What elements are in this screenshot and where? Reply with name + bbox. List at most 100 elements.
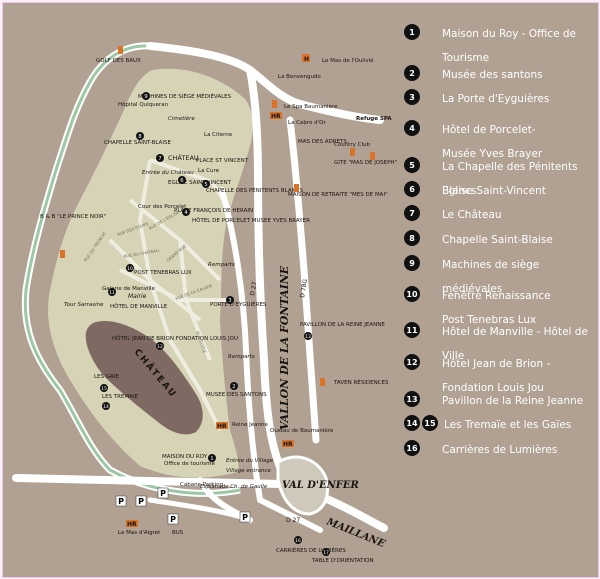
road-label-d27a: D 27 (286, 517, 300, 524)
legend-text-13: Pavillon de la Reine Jeanne (442, 395, 584, 407)
legend-number-8: 8 (404, 230, 420, 246)
parking-icon-4: P (242, 513, 248, 522)
label-retraite: MAISON DE RETRAITE "MES DE MAI" (288, 192, 388, 198)
label-entree-chateau: Entrée du Château (142, 169, 194, 176)
label-galerie: Galerie de Manville (102, 286, 156, 292)
label-hotel-porcelet: HÔTEL DE PORCELET MUSEE YVES BRAYER (192, 217, 310, 224)
legend-number-10: 10 (404, 286, 420, 302)
label-spa: Le Spa Baumanière (284, 103, 338, 110)
legend-number-7: 7 (404, 205, 420, 221)
marker-15: 15 (101, 386, 107, 392)
legend-number-1: 1 (404, 24, 420, 40)
legend-item-7: 7 Le Château (404, 203, 502, 227)
label-maison-roy: MAISON DU ROY (162, 454, 208, 460)
marker-9: 9 (144, 94, 147, 100)
label-cure: La Cure (198, 168, 220, 174)
label-bus: BUS (172, 530, 184, 536)
castle-plateau (85, 320, 203, 435)
legend-text-9: Machines de siège médiévales (442, 259, 540, 295)
label-office: Office de tourisme (164, 461, 215, 467)
marker-14: 14 (103, 404, 109, 410)
legend-item-6: 6 Eglise Saint-Vincent (404, 179, 546, 203)
label-les-gaie: LES GAIE (94, 374, 119, 380)
marker-13: 13 (305, 334, 311, 340)
legend-number-13: 13 (404, 391, 420, 407)
legend-item-8: 8 Chapelle Saint-Blaise (404, 228, 553, 252)
label-cabane: Cabane Parking (180, 482, 223, 488)
walking-path-inner (23, 44, 241, 495)
label-gite: GITE "MAS DE JOSEPH" (334, 160, 397, 166)
marker-8: 8 (138, 134, 141, 140)
legend-item-5: 5 La Chapelle des Pénitents Blancs (404, 155, 596, 203)
parking-icon-1: P (160, 489, 166, 498)
label-remparts2: Remparts (228, 354, 255, 360)
legend-text-4: Hôtel de Porcelet-Musée Yves Brayer (442, 124, 543, 160)
legend-number-3: 3 (404, 89, 420, 105)
marker-11: 11 (109, 290, 115, 296)
legend-text-14-15: Les Tremaïe et les Gaïes (444, 419, 572, 431)
label-les-tremaie: LES TREMAIE (102, 394, 139, 400)
label-remparts1: Remparts (208, 262, 235, 268)
label-chapelle-pb: CHAPELLE DES PÉNITENTS BLANCS (206, 186, 304, 194)
label-machines: MACHINES DE SIÈGE MÉDIÉVALES (138, 92, 232, 100)
hotel-badge-hr-1: HR (271, 113, 281, 120)
legend-item-12: 12 Hôtel Jean de Brion -Fondation Louis … (404, 352, 550, 400)
legend-text-11: Hôtel de Manville - Hôtel de Ville (442, 326, 588, 362)
marker-3: 3 (228, 298, 231, 304)
legend-number-12: 12 (404, 354, 420, 370)
legend-text-16: Carrières de Lumières (442, 444, 558, 456)
label-porte-eyg: PORTE D'EYGUIÈRES (210, 300, 267, 308)
label-tour-sarrasine: Tour Sarrasine (64, 302, 104, 308)
marker-2: 2 (232, 384, 235, 390)
legend-number-6: 6 (404, 181, 420, 197)
legend-text-5: La Chapelle des Pénitents Blancs (442, 161, 578, 197)
label-bnb: B & B "LE PRINCE NOIR" (40, 214, 106, 220)
marker-6: 6 (180, 178, 183, 184)
street-chateau: RUE DU CHÂTEAU (123, 248, 159, 259)
label-oustau: Oustau de Baumanière (270, 427, 334, 434)
label-carrieres: CARRIÈRES DE LUMIÈRES (276, 546, 346, 554)
marker-12: 12 (157, 344, 163, 350)
legend-text-3: La Porte d'Eyguières (442, 93, 550, 105)
label-village-entrance: Village entrance (226, 468, 272, 474)
legend-item-16: 16 Carrières de Lumières (404, 438, 557, 462)
label-refuge: Refuge SPA (356, 116, 392, 122)
label-chateau: CHÂTEAU (168, 153, 199, 162)
legend-item-2: 2 Musée des santons (404, 63, 543, 87)
marker-7: 7 (158, 156, 161, 162)
label-cimetiere: Cimetière (168, 115, 195, 122)
legend-number-16: 16 (404, 440, 420, 456)
hotel-badge-hr-3: HR (283, 441, 293, 448)
label-cisterne: La Citerne (204, 132, 233, 138)
marker-1: 1 (210, 456, 213, 462)
road-label-vallon: VALLON DE LA FONTAINE (278, 265, 291, 430)
hotel-badge-h: H (304, 56, 309, 63)
legend-number-9: 9 (404, 255, 420, 271)
legend-number-2: 2 (404, 65, 420, 81)
label-post-tenebras: POST TENEBRAS LUX (134, 270, 192, 276)
legend-number-15: 15 (422, 415, 438, 431)
legend-text-7: Le Château (442, 209, 502, 221)
marker-16: 16 (295, 538, 301, 544)
label-hopital: Hôpital Quiqueran (118, 101, 169, 108)
legend-item-13: 13 Pavillon de la Reine Jeanne (404, 389, 583, 413)
road-label-d27: D 27 (249, 281, 258, 296)
hotel-badges: HR H HR HR HR (60, 46, 375, 528)
marker-4: 4 (184, 210, 187, 216)
label-pavillon: PAVILLON DE LA REINE JEANNE (300, 322, 385, 328)
hotel-badge-hr-2: HR (217, 423, 227, 430)
label-country: Country Club (334, 142, 370, 148)
label-mairie: Mairie (128, 293, 147, 300)
label-mas-adrets: MAS DES ADRETS (298, 139, 347, 145)
label-musee-santons: MUSEE DES SANTONS (206, 392, 267, 398)
label-cabro: La Cabro d'Or (288, 120, 326, 126)
parking-icon-3: P (170, 515, 176, 524)
label-hotel-brion: HÔTEL JEAN DE BRION FONDATION LOUIS JOU (112, 335, 238, 342)
legend-item-3: 3 La Porte d'Eyguières (404, 87, 549, 111)
legend-item-9: 9 Machines de siège médiévales (404, 253, 596, 301)
legend-text-2: Musée des santons (442, 69, 543, 81)
label-place-st-vincent: PLACE ST VINCENT (196, 158, 249, 164)
legend-item-11: 11 Hôtel de Manville - Hôtel de Ville (404, 320, 596, 368)
